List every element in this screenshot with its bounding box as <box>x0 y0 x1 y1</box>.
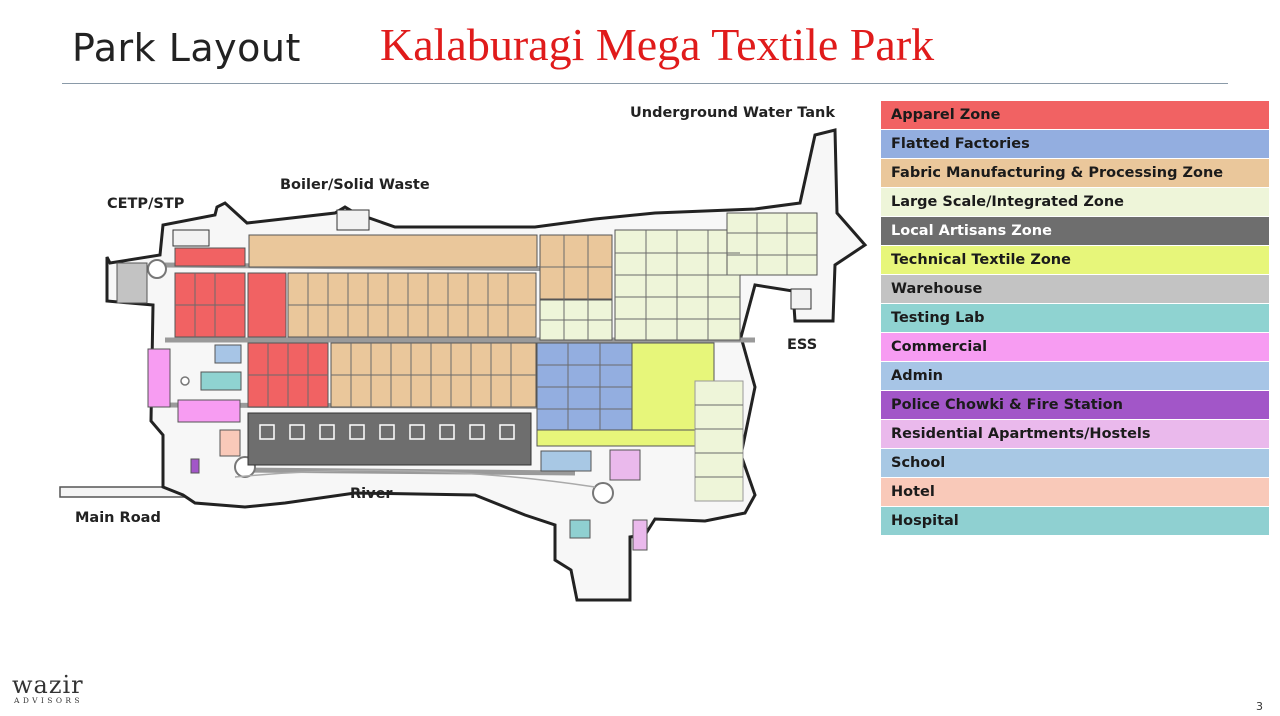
label-boiler-solid-waste: Boiler/Solid Waste <box>280 177 430 193</box>
legend-item: Apparel Zone <box>881 101 1269 129</box>
legend-item-label: Commercial <box>891 339 988 355</box>
legend-item-label: Technical Textile Zone <box>891 252 1071 268</box>
legend-item: Technical Textile Zone <box>881 246 1269 274</box>
legend-item-label: Residential Apartments/Hostels <box>891 426 1151 442</box>
legend-item: Hotel <box>881 478 1269 506</box>
zone-police-fire <box>190 458 200 474</box>
zone-warehouse <box>116 262 148 304</box>
legend-item-label: School <box>891 455 946 471</box>
legend-item: Admin <box>881 362 1269 390</box>
plot-grid <box>175 213 817 478</box>
legend-item-label: Fabric Manufacturing & Processing Zone <box>891 165 1224 181</box>
legend-item: Flatted Factories <box>881 130 1269 158</box>
zone-fabric-north <box>248 234 538 268</box>
zone-apparel-mid <box>247 272 287 338</box>
page-subtitle: Kalaburagi Mega Textile Park <box>380 19 935 70</box>
page-title: Park Layout <box>72 26 301 70</box>
zone-hospital <box>569 519 591 539</box>
legend-item-label: Police Chowki & Fire Station <box>891 397 1123 413</box>
logo-sub-text: ADVISORS <box>14 696 83 705</box>
title-divider <box>62 83 1228 84</box>
zone-residential-1 <box>609 449 641 481</box>
roundabout-3 <box>592 482 614 504</box>
wazir-advisors-logo: wazir ADVISORS <box>12 671 84 705</box>
zone-residential-2 <box>632 519 648 551</box>
label-cetp-stp: CETP/STP <box>107 196 185 212</box>
zone-apparel-top <box>174 247 246 267</box>
zone-technical-textile-2 <box>536 429 715 447</box>
legend-item-label: Flatted Factories <box>891 136 1030 152</box>
legend-item-label: Hospital <box>891 513 959 529</box>
legend-item-label: Testing Lab <box>891 310 985 326</box>
zone-testing-lab <box>200 371 242 391</box>
legend-item-label: Hotel <box>891 484 935 500</box>
zone-commercial-1 <box>147 348 171 408</box>
zone-hotel <box>219 429 241 457</box>
legend-item-label: Warehouse <box>891 281 983 297</box>
legend-item: Testing Lab <box>881 304 1269 332</box>
legend-item: Commercial <box>881 333 1269 361</box>
river-line <box>234 469 596 488</box>
legend-item: Local Artisans Zone <box>881 217 1269 245</box>
zone-large-scale-4 <box>694 380 744 502</box>
zone-school <box>540 450 592 472</box>
roundabout-4 <box>180 376 190 386</box>
label-river: River <box>350 486 393 502</box>
artisan-units <box>259 424 515 440</box>
legend-item-label: Local Artisans Zone <box>891 223 1052 239</box>
label-main-road: Main Road <box>75 510 161 526</box>
legend-item: Warehouse <box>881 275 1269 303</box>
zone-admin <box>214 344 242 364</box>
legend-item: Large Scale/Integrated Zone <box>881 188 1269 216</box>
label-underground-water-tank: Underground Water Tank <box>630 105 836 121</box>
legend-item: Residential Apartments/Hostels <box>881 420 1269 448</box>
page-number: 3 <box>1256 700 1263 713</box>
legend-item-label: Large Scale/Integrated Zone <box>891 194 1124 210</box>
legend-item: Hospital <box>881 507 1269 535</box>
zone-commercial-2 <box>177 399 241 423</box>
legend-item: Fabric Manufacturing & Processing Zone <box>881 159 1269 187</box>
label-ess: ESS <box>787 337 818 353</box>
zone-large-scale-3 <box>726 212 818 276</box>
logo-main-text: wazir <box>12 671 84 699</box>
legend-item-label: Admin <box>891 368 944 384</box>
boiler-structure <box>336 209 370 231</box>
legend-item-label: Apparel Zone <box>891 107 1001 123</box>
legend-item: School <box>881 449 1269 477</box>
park-site-plan <box>59 128 868 602</box>
ess-structure <box>790 288 812 310</box>
cetp-structure <box>172 229 210 247</box>
legend-item: Police Chowki & Fire Station <box>881 391 1269 419</box>
roundabout-1 <box>147 259 167 279</box>
